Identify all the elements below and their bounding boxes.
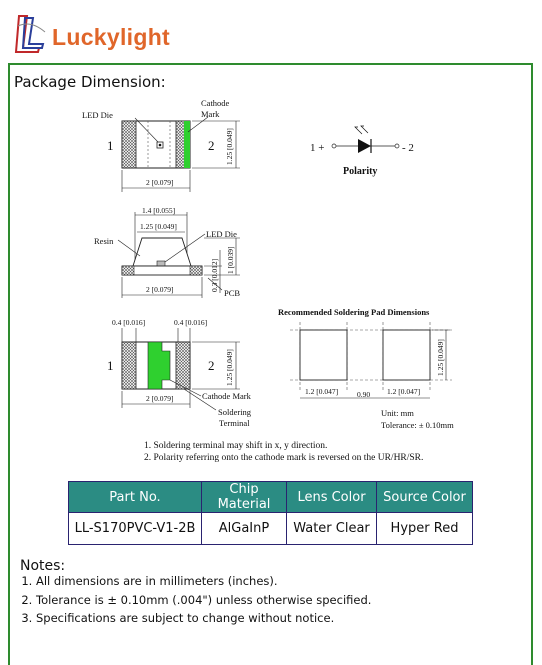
- pad-height-dim: 1.25 [0.049]: [436, 339, 445, 376]
- top-cathode-mark: [184, 121, 190, 168]
- side-pcb-label: PCB: [224, 288, 240, 298]
- cell-chip-material: AlGaInP: [201, 512, 287, 545]
- bottom-cathode-label: Cathode Mark: [202, 391, 252, 401]
- footnote: 1. Soldering terminal may shift in x, y …: [144, 441, 328, 451]
- list-item: Specifications are subject to change wit…: [36, 609, 371, 628]
- top-height-dim: 1.25 [0.049]: [225, 128, 234, 165]
- bottom-terminal-label-2: Terminal: [219, 418, 250, 428]
- side-dim-top: 1.4 [0.055]: [142, 206, 175, 215]
- list-item: All dimensions are in millimeters (inche…: [36, 572, 371, 591]
- bottom-pin2: 2: [208, 358, 215, 373]
- header-part-no: Part No.: [68, 481, 202, 513]
- side-dim-inner: 1.25 [0.049]: [140, 222, 177, 231]
- diode-triangle-icon: [358, 139, 371, 153]
- bottom-terminal-left: [121, 341, 137, 390]
- cell-lens-color: Water Clear: [286, 512, 377, 545]
- bottom-pad-left: 0.4 [0.016]: [112, 318, 145, 327]
- polarity-label: Polarity: [343, 166, 377, 177]
- polarity-minus: - 2: [402, 142, 414, 154]
- pad-left-rect: [299, 329, 348, 381]
- bottom-pad-right: 0.4 [0.016]: [174, 318, 207, 327]
- notes-list: All dimensions are in millimeters (inche…: [16, 572, 371, 628]
- bottom-view: 0.4 [0.016] 0.4 [0.016] 1 2 1.25 [0.049]…: [107, 318, 252, 428]
- drawing-footnotes: 1. Soldering terminal may shift in x, y …: [144, 440, 423, 464]
- cell-part-no: LL-S170PVC-V1-2B: [68, 512, 202, 545]
- side-dim-height: 1 [0.039]: [226, 247, 235, 275]
- top-cathode-label-2: Mark: [201, 109, 220, 119]
- bottom-terminal-right: [175, 341, 191, 390]
- side-resin-label: Resin: [94, 236, 114, 246]
- pad-left-dim: 1.2 [0.047]: [305, 387, 338, 396]
- spec-table: Part No. Chip Material Lens Color Source…: [68, 481, 473, 545]
- side-view: 1.4 [0.055] 1.25 [0.049] Resin LED Die 1…: [94, 206, 240, 298]
- list-item: Tolerance is ± 0.10mm (.004") unless oth…: [36, 591, 371, 610]
- pad-right-dim: 1.2 [0.047]: [387, 387, 420, 396]
- header-source-color: Source Color: [376, 481, 473, 513]
- notes-title: Notes:: [20, 558, 66, 574]
- bottom-height-dim: 1.25 [0.049]: [225, 349, 234, 386]
- spec-header-row: Part No. Chip Material Lens Color Source…: [68, 481, 473, 513]
- top-led-die-label: LED Die: [82, 110, 113, 120]
- bottom-width-dim: 2 [0.079]: [146, 394, 174, 403]
- polarity-symbol: 1 + - 2 Polarity: [310, 125, 414, 177]
- top-width-dim: 2 [0.079]: [146, 178, 174, 187]
- polarity-plus: 1 +: [310, 142, 324, 154]
- package-drawing: LED Die Cathode Mark 1 2 2 [0.079] 1.25 …: [82, 98, 454, 430]
- top-view: LED Die Cathode Mark 1 2 2 [0.079] 1.25 …: [82, 98, 240, 192]
- content-frame: [8, 63, 533, 665]
- bottom-pin1: 1: [107, 358, 114, 373]
- pad-right-rect: [382, 329, 431, 381]
- cell-source-color: Hyper Red: [376, 512, 473, 545]
- header-lens-color: Lens Color: [286, 481, 377, 513]
- brand-name: Luckylight: [52, 24, 171, 50]
- bottom-terminal-label-1: Soldering: [218, 407, 252, 417]
- header-chip-material: Chip Material: [201, 481, 287, 513]
- side-led-die-label: LED Die: [206, 229, 237, 239]
- pad-tolerance: Tolerance: ± 0.10mm: [381, 420, 454, 430]
- footnote: 2. Polarity referring onto the cathode m…: [144, 453, 424, 463]
- soldering-pad-view: Recommended Soldering Pad Dimensions 1.2…: [278, 307, 454, 430]
- top-cathode-label-1: Cathode: [201, 98, 230, 108]
- pad-title: Recommended Soldering Pad Dimensions: [278, 307, 430, 317]
- top-pin1: 1: [107, 138, 114, 153]
- table-row: LL-S170PVC-V1-2B AlGaInP Water Clear Hyp…: [68, 512, 473, 545]
- side-width-dim: 2 [0.079]: [146, 285, 174, 294]
- section-title: Package Dimension:: [14, 73, 166, 91]
- luckylight-logo-icon: [14, 15, 46, 53]
- header: Luckylight: [0, 0, 542, 62]
- pad-gap-dim: 0.90: [357, 390, 370, 399]
- side-dim-pcb: 0.3 [0.012]: [210, 259, 219, 292]
- top-pin2: 2: [208, 138, 215, 153]
- pad-unit: Unit: mm: [381, 408, 414, 418]
- top-terminal-left: [121, 120, 137, 169]
